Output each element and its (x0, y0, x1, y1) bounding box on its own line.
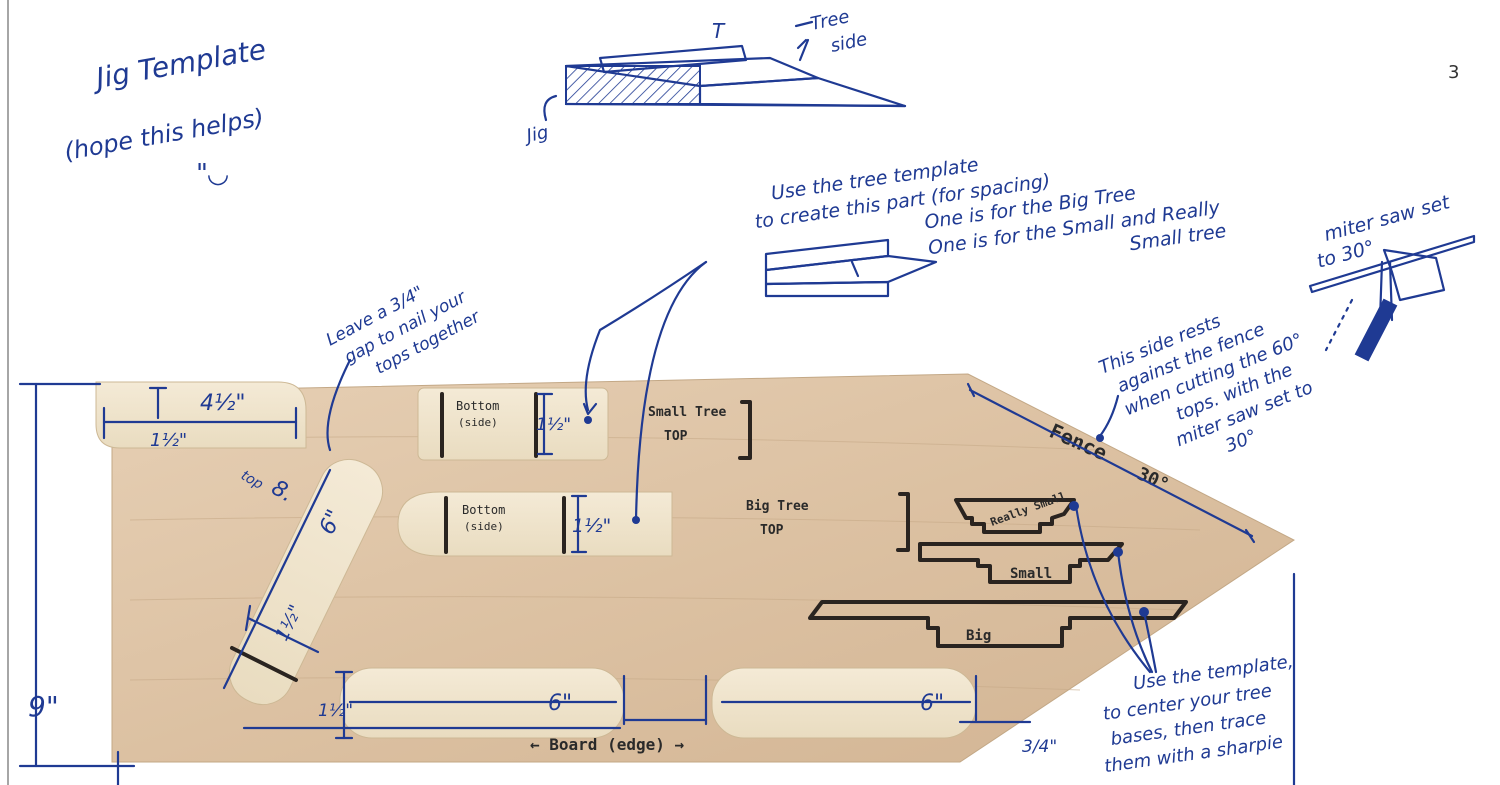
top-block-height: 1½" (150, 430, 187, 451)
title: Jig Template (89, 33, 269, 96)
fence-leader-dot (1096, 434, 1104, 442)
trace-big-label: Big (966, 628, 991, 644)
bottom-right-length: 6" (920, 691, 944, 716)
trace-big-dot (1139, 607, 1149, 617)
top-block (95, 381, 307, 449)
tree-side-label-1: Tree (809, 6, 852, 35)
cross-section-sketch (543, 20, 907, 122)
spacer-sketch (764, 238, 938, 298)
small-spacer-block (417, 387, 609, 461)
angled-block-dimension (222, 468, 332, 690)
big-bottom-label-2: (side) (464, 520, 504, 533)
trace-small (918, 542, 1124, 584)
jig-label: Jig (522, 122, 551, 148)
leader-arrows (326, 260, 1158, 674)
smiley-icon: "◡ (196, 159, 228, 189)
page-number: 3 (1448, 62, 1459, 83)
big-bottom-label-1: Bottom (462, 503, 505, 517)
top-block-length: 4½" (200, 391, 245, 416)
note-miter-line1: miter saw set (1322, 191, 1454, 246)
trace-small-label: Small (1010, 566, 1052, 582)
small-bottom-label-2: (side) (458, 416, 498, 429)
small-block-width: 1½" (536, 415, 571, 435)
board-edge-label: ← Board (edge) → (530, 735, 684, 754)
subtitle: (hope this helps) (62, 103, 266, 166)
small-bottom-label-1: Bottom (456, 399, 499, 413)
jig-board (111, 373, 1295, 763)
big-block-width: 1½" (572, 515, 611, 537)
big-spacer-block (397, 491, 673, 557)
trace-small-dot (1113, 547, 1123, 557)
angled-block (228, 458, 384, 706)
gap-dimension: 3/4" (1022, 737, 1057, 757)
bottom-left-length: 6" (548, 691, 572, 716)
bottom-left-height: 1½" (318, 701, 353, 721)
cross-section-t-label: T (712, 19, 726, 43)
trace-really-small (954, 498, 1076, 534)
big-tree-top-label-2: TOP (760, 523, 784, 538)
small-spacer-dot (584, 416, 592, 424)
board-height: 9" (28, 690, 59, 723)
small-tree-top-label-1: Small Tree (648, 405, 726, 420)
miter-saw-sketch (1308, 234, 1476, 362)
small-tree-top-label-2: TOP (664, 429, 688, 444)
big-tree-top-label-1: Big Tree (746, 499, 809, 514)
big-spacer-dot (632, 516, 640, 524)
note-miter-line2: to 30° (1314, 236, 1376, 272)
tree-side-label-2: side (829, 29, 869, 57)
trace-big (808, 600, 1188, 648)
trace-really-small-dot (1069, 501, 1079, 511)
